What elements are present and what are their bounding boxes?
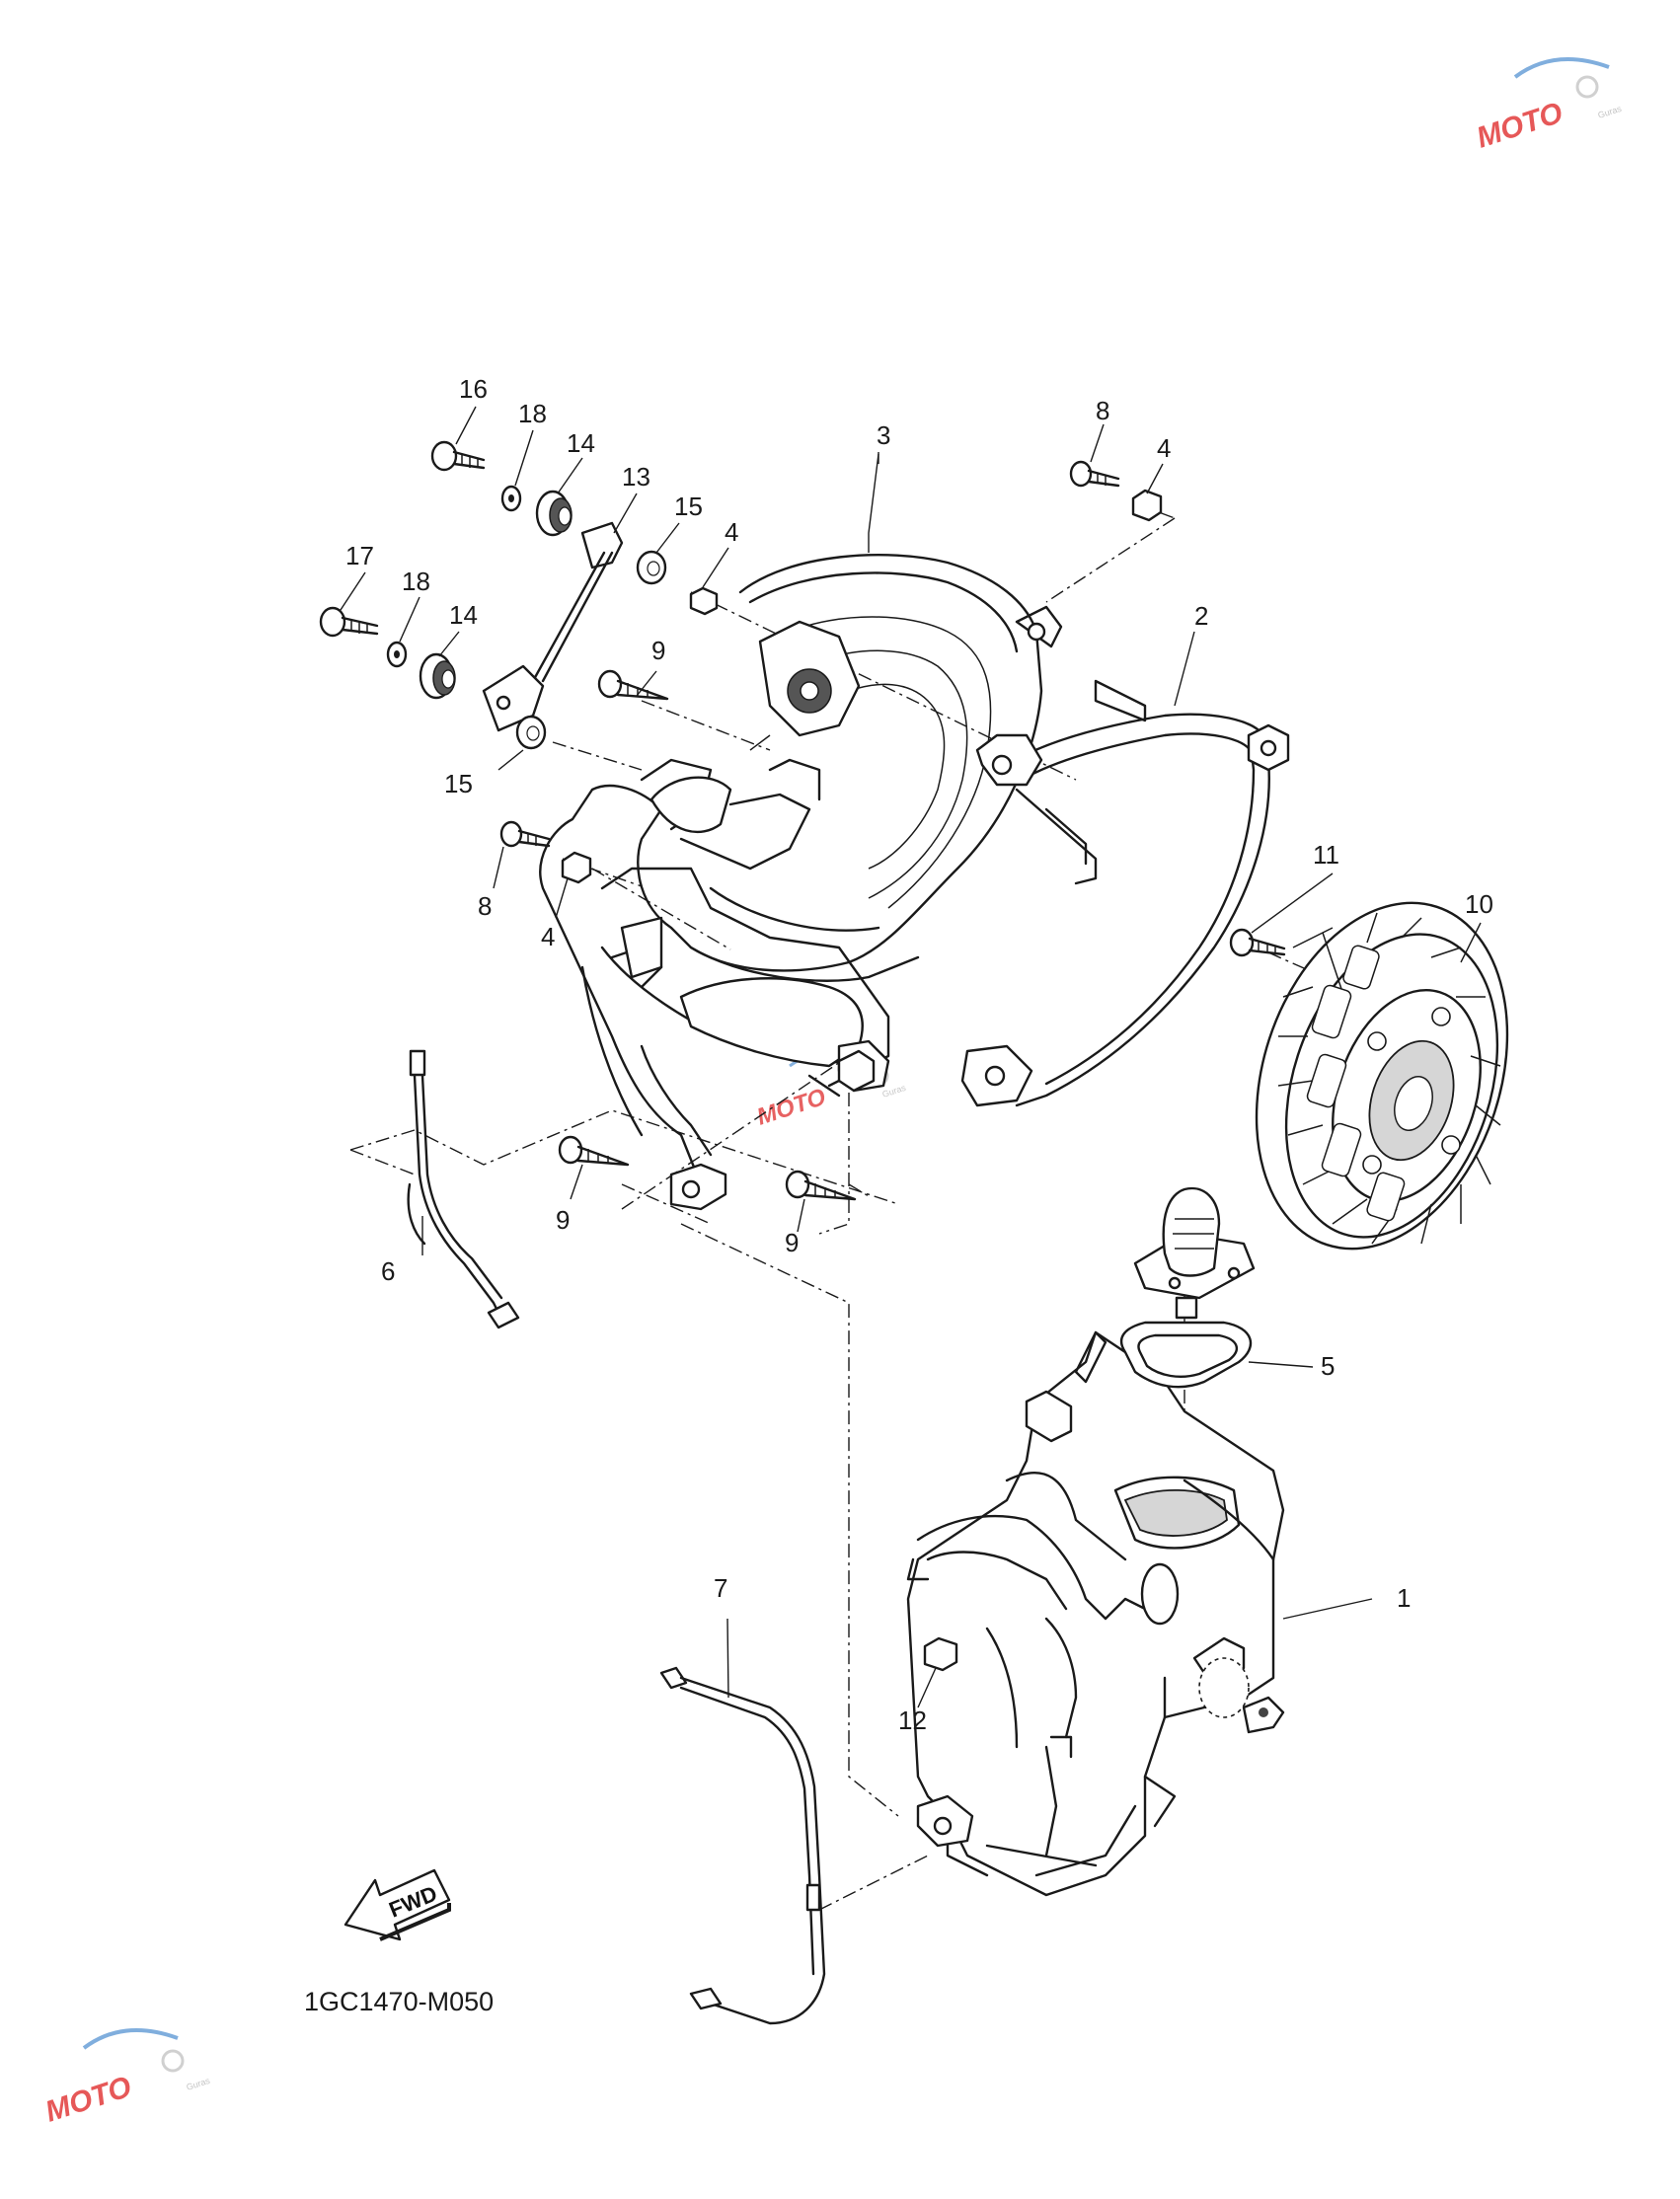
callout-8-upper: 8 [1096,396,1109,425]
callout-17: 17 [345,541,374,570]
watermark-brand-text: MOTO [1473,97,1566,155]
callout-3: 3 [877,420,890,450]
part-10-fan [1255,901,1509,1251]
part-3-fan-shroud [539,554,1063,1186]
part-7-hose [659,1666,826,2025]
callout-1: 1 [1397,1583,1411,1613]
callout-5: 5 [1321,1351,1335,1381]
callout-4-upper-right: 4 [1157,433,1171,463]
part-3-lower-section [580,867,890,1211]
callout-10: 10 [1465,889,1493,919]
callout-18-upper: 18 [518,399,547,428]
callout-6: 6 [381,1256,395,1286]
callout-16: 16 [459,374,488,404]
callout-4-upper: 4 [725,517,738,547]
part-2-seal [960,679,1290,1107]
callout-18-lower: 18 [402,567,430,596]
watermark-brand-text-3: MOTO [754,1084,830,1131]
watermark-small-text-2: Guras [186,2076,212,2092]
watermark-bottom-left: MOTO Guras [41,2028,212,2129]
part-6-wire-lead [407,1049,520,1329]
callouts: 1 2 3 4 4 4 5 6 7 8 8 9 9 9 10 11 12 13 … [345,374,1493,1735]
part-5-duct-seal [1119,1321,1253,1389]
leader-lines [340,406,1482,1708]
callout-9-lower-right: 9 [785,1228,799,1257]
callout-14-upper: 14 [567,428,595,458]
drawing-code: 1GC1470-M050 [304,1987,494,2016]
callout-9-upper: 9 [651,636,665,665]
fwd-arrow: FWD [344,1868,451,1941]
watermark-small-text-3: Guras [881,1083,908,1100]
watermark-top-right: MOTO Guras [1473,57,1624,155]
callout-8-left: 8 [478,891,492,921]
callout-11: 11 [1313,840,1339,870]
duct-cap [1133,1186,1256,1320]
fasteners [319,440,1286,1672]
callout-7: 7 [714,1573,727,1603]
callout-4-left: 4 [541,922,555,951]
callout-2: 2 [1194,601,1208,631]
callout-12: 12 [898,1706,927,1735]
callout-15-upper: 15 [674,492,703,521]
callout-15-lower: 15 [444,769,473,798]
watermark-small-text: Guras [1597,104,1624,120]
watermark-brand-text-2: MOTO [41,2071,135,2129]
callout-9-lower-left: 9 [556,1205,570,1235]
part-1-air-duct [906,1330,1285,1897]
callout-14-lower: 14 [449,600,478,630]
callout-13: 13 [622,462,650,492]
